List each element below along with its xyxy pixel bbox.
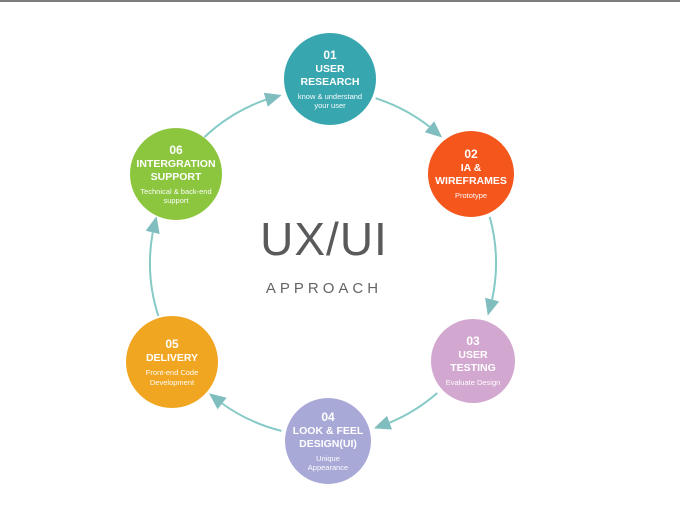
top-border-line xyxy=(0,0,680,2)
arrowhead-01-02 xyxy=(424,121,443,138)
step-title: LOOK & FEEL DESIGN(UI) xyxy=(292,424,364,450)
step-number: 06 xyxy=(169,142,183,157)
cycle-arc-06-01 xyxy=(203,98,267,138)
cycle-arc-03-04 xyxy=(389,392,438,424)
step-circle-06-intergration-support: 06 INTERGRATION SUPPORT Technical & back… xyxy=(130,128,222,220)
step-title: DELIVERY xyxy=(145,352,199,364)
step-title: USER TESTING xyxy=(450,349,496,375)
step-title: IA & WIREFRAMES xyxy=(435,162,507,188)
step-number: 05 xyxy=(165,337,179,351)
cycle-arc-02-03 xyxy=(488,216,497,300)
diagram-center-title: UX/UI xyxy=(260,213,388,265)
step-circle-05-delivery: 05 DELIVERY Front-end Code Development xyxy=(126,316,218,408)
step-circle-03-user-testing: 03 USER TESTING Evaluate Design xyxy=(431,319,515,403)
step-circle-01-user-research: 01 USER RESEARCH know & understand your … xyxy=(284,33,376,125)
diagram-center-subtitle: APPROACH xyxy=(265,280,383,297)
step-subtitle: Technical & back-end support xyxy=(140,186,212,206)
step-subtitle: Front-end Code Development xyxy=(145,368,199,387)
step-number: 03 xyxy=(466,334,480,349)
arrowhead-06-01 xyxy=(263,92,282,107)
step-title: INTERGRATION SUPPORT xyxy=(136,157,216,183)
cycle-arc-05-06 xyxy=(148,232,160,317)
arrowhead-04-05 xyxy=(209,393,227,410)
step-subtitle: Prototype xyxy=(454,191,488,201)
arrowhead-03-04 xyxy=(373,415,392,430)
step-circle-02-ia-wireframes: 02 IA & WIREFRAMES Prototype xyxy=(428,131,514,217)
step-number: 04 xyxy=(321,409,335,424)
cycle-arc-04-05 xyxy=(221,402,282,432)
arrowhead-02-03 xyxy=(485,297,500,316)
step-number: 02 xyxy=(464,147,478,162)
step-number: 01 xyxy=(323,47,337,62)
arrowhead-05-06 xyxy=(145,216,160,234)
step-circle-04-look-feel-design: 04 LOOK & FEEL DESIGN(UI) Unique Appeara… xyxy=(285,398,371,484)
step-subtitle: Evaluate Design xyxy=(445,378,501,388)
cycle-arc-01-02 xyxy=(375,97,431,128)
step-subtitle: Unique Appearance xyxy=(307,453,349,473)
step-title: USER RESEARCH xyxy=(300,62,360,88)
step-subtitle: know & understand your user xyxy=(297,91,363,111)
